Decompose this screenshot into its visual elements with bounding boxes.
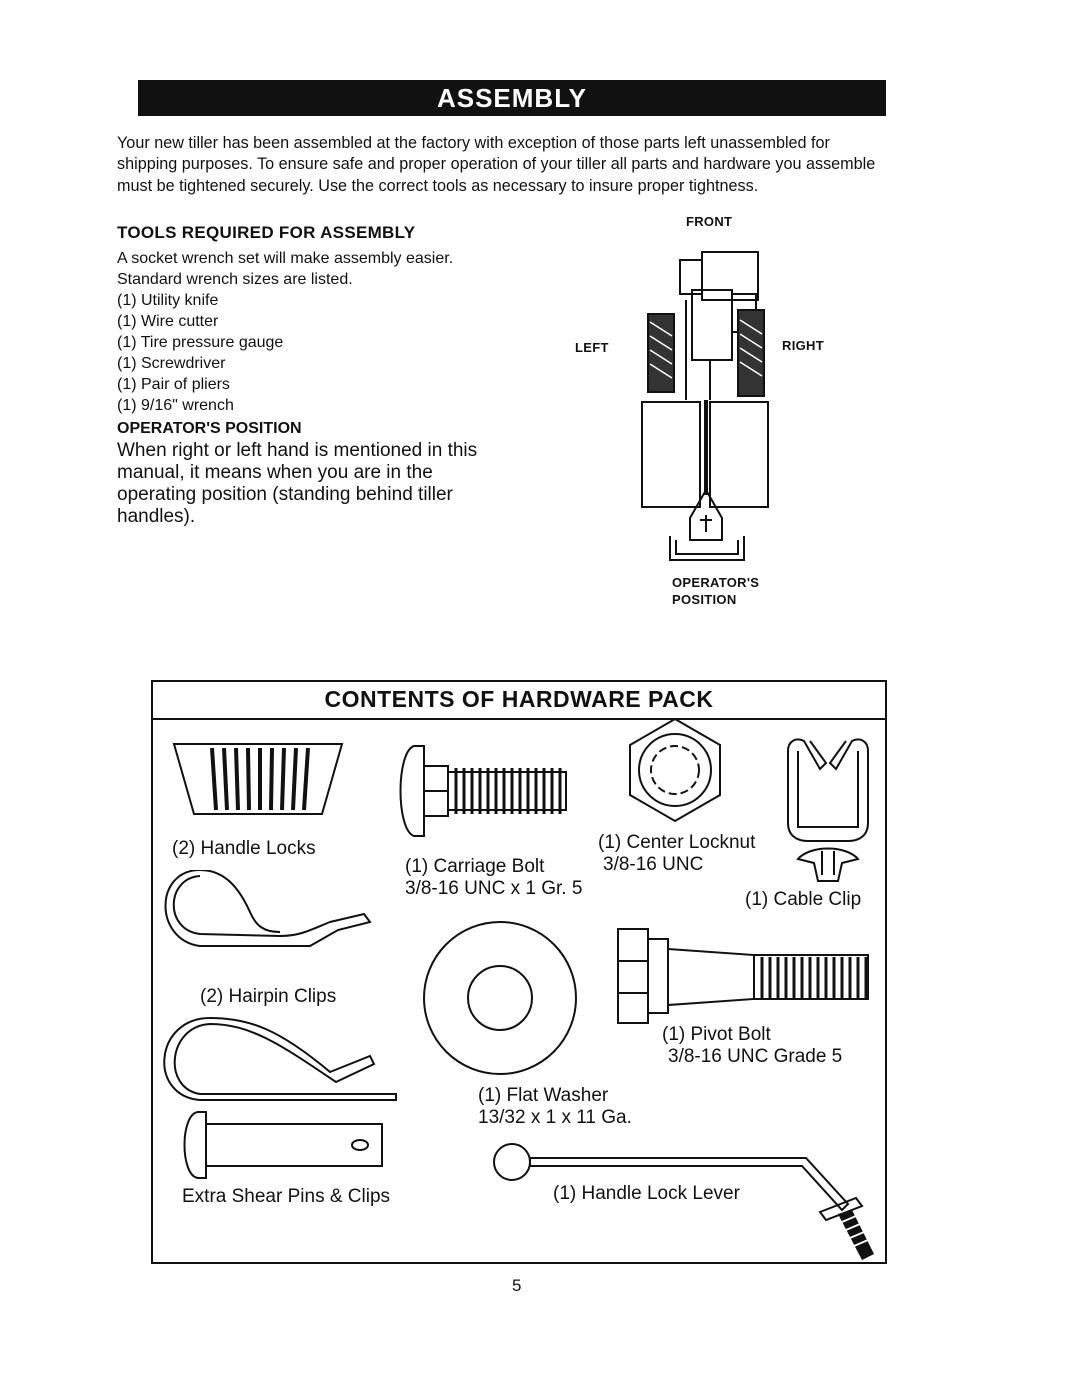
hardware-pack-box — [151, 680, 887, 1264]
operator-position-heading: OPERATOR'S POSITION — [117, 420, 302, 437]
tiller-top-view-diagram — [641, 251, 769, 561]
pivot-bolt-illustration — [617, 928, 869, 1024]
cable-clip-label: (1) Cable Clip — [745, 889, 862, 910]
hairpin-clip-illustration — [163, 1016, 397, 1101]
diagram-operator-label-line1: OPERATOR'S — [672, 575, 760, 590]
carriage-bolt-spec: 3/8-16 UNC x 1 Gr. 5 — [405, 878, 583, 899]
handle-lock-lever-illustration — [493, 1143, 874, 1260]
tool-item: (1) Wire cutter — [117, 313, 219, 330]
tools-list: (1) Utility knife (1) Wire cutter (1) Ti… — [117, 290, 283, 416]
hairpin-clips-label: (2) Hairpin Clips — [200, 986, 337, 1007]
tool-item: (1) Screwdriver — [117, 355, 226, 372]
page-number: 5 — [512, 1276, 522, 1295]
operator-position-text: When right or left hand is mentioned in … — [117, 440, 478, 527]
section-banner: ASSEMBLY — [138, 80, 886, 116]
diagram-operator-label-line2: POSITION — [672, 592, 737, 607]
pivot-bolt-spec: 3/8-16 UNC Grade 5 — [668, 1046, 843, 1067]
diagram-right-label: RIGHT — [782, 338, 824, 353]
tools-description: A socket wrench set will make assembly e… — [117, 250, 454, 288]
center-locknut-illustration — [629, 717, 721, 823]
tool-item: (1) Pair of pliers — [117, 376, 230, 393]
flat-washer-spec: 13/32 x 1 x 11 Ga. — [478, 1107, 632, 1128]
pivot-bolt-label: (1) Pivot Bolt — [662, 1024, 771, 1045]
shear-pins-label: Extra Shear Pins & Clips — [182, 1186, 391, 1207]
tool-item: (1) Tire pressure gauge — [117, 334, 284, 351]
diagram-left-label: LEFT — [575, 340, 609, 355]
handle-lock-lever-label: (1) Handle Lock Lever — [553, 1183, 740, 1204]
handle-lock-illustration — [172, 743, 344, 815]
intro-paragraph: Your new tiller has been assembled at th… — [117, 134, 876, 195]
flat-washer-label: (1) Flat Washer — [478, 1085, 609, 1106]
shear-pin-illustration — [183, 1111, 383, 1179]
tool-item: (1) 9/16" wrench — [117, 397, 234, 414]
diagram-operator-label: OPERATOR'S POSITION — [672, 574, 759, 608]
carriage-bolt-illustration — [399, 745, 567, 837]
diagram-front-label: FRONT — [686, 214, 733, 229]
cable-clip-illustration — [787, 738, 869, 882]
flat-washer-illustration — [423, 921, 577, 1075]
handle-locks-label: (2) Handle Locks — [172, 838, 316, 859]
hardware-pack-title: CONTENTS OF HARDWARE PACK — [324, 686, 714, 712]
hairpin-clip-illustration — [164, 870, 372, 947]
center-locknut-spec: 3/8-16 UNC — [603, 854, 704, 875]
center-locknut-label: (1) Center Locknut — [598, 832, 756, 853]
tool-item: (1) Utility knife — [117, 292, 219, 309]
carriage-bolt-label: (1) Carriage Bolt — [405, 856, 545, 877]
title-divider — [151, 718, 887, 720]
tools-heading: TOOLS REQUIRED FOR ASSEMBLY — [117, 223, 416, 242]
